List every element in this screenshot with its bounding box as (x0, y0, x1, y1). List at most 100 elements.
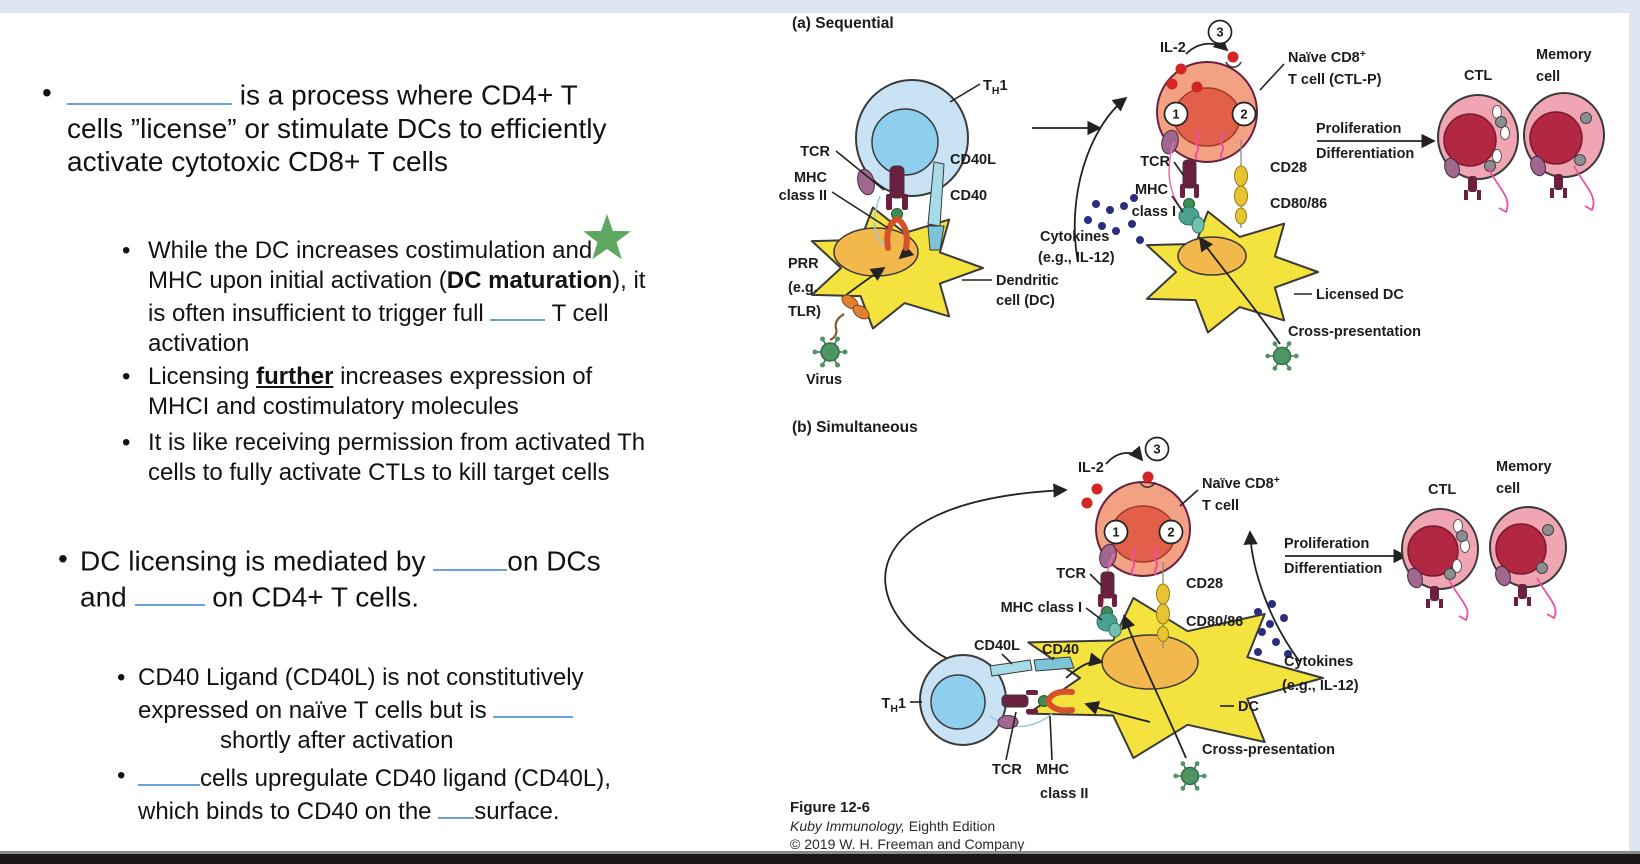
il2-dots-a (1166, 63, 1203, 93)
memory-cell-b (1489, 506, 1567, 620)
dc-label-a1: Dendritic (996, 273, 1059, 289)
cytokines-label-a2: (e.g., IL-12) (1038, 250, 1115, 266)
synapse-a-right (1168, 140, 1248, 234)
sub-1c-text: cells to fully activate CTLs to kill tar… (148, 459, 610, 486)
virus-icon (812, 336, 848, 368)
step-3-badge-b: 3 (1153, 442, 1160, 457)
panel-b-title: (b) Simultaneous (792, 419, 918, 436)
mhc1-label-b: MHC class I (1001, 600, 1082, 616)
sub-1a-text: MHC upon initial activation ( (148, 267, 447, 294)
sub-2a-text: shortly after activation (220, 726, 454, 754)
sub-1a-text: activation (148, 329, 250, 357)
blank-cd40l (134, 578, 205, 607)
simultaneous-arc-right (1243, 530, 1301, 663)
licensing-arrow-a (1073, 96, 1128, 263)
dc-maturation-bold: DC maturation (446, 267, 613, 294)
prr-label-1: PRR (788, 256, 819, 272)
mhc2-label-a2: class II (779, 188, 827, 204)
th1-label-a: TH1 (983, 78, 1008, 97)
cytokines-label-b2: (e.g., IL-12) (1282, 678, 1359, 694)
ctl-cell-a (1437, 94, 1519, 214)
dc-label-a2: cell (DC) (996, 293, 1055, 309)
bullet-marker: • (122, 363, 131, 390)
cd40l-label-a: CD40L (950, 152, 996, 168)
sub-bullet-2a: • CD40 Ligand (CD40L) is not constitutiv… (117, 663, 584, 756)
il2-arrow-b (1105, 445, 1144, 465)
step-3-circle-a (1207, 19, 1233, 45)
bullet-marker: • (42, 77, 52, 108)
licensed-dc-label: Licensed DC (1316, 287, 1404, 303)
mhc1-label-a2: class I (1132, 204, 1176, 220)
proliferation-label-b: Proliferation (1284, 536, 1369, 552)
dc-label-b: DC (1238, 699, 1259, 715)
sub-1b-text: MHCI and costimulatory molecules (148, 393, 519, 420)
bullet-1-line-2: cells ”license” or stimulate DCs to effi… (67, 112, 606, 145)
naive-label-a2: T cell (CTL-P) (1288, 72, 1382, 88)
step-3-circle-b (1144, 436, 1170, 462)
blank-dc-surface (438, 794, 475, 819)
virus-icon (1265, 341, 1299, 371)
bullet-2-text: on DCs (507, 545, 601, 577)
cd8086-label-b: CD80/86 (1186, 614, 1243, 630)
bullet-2-text: DC licensing is mediated by (80, 545, 434, 577)
bullet-marker: • (122, 429, 131, 456)
canvas-right-strip (1629, 0, 1640, 851)
bullet-1-line-3: activate cytotoxic CD8+ T cells (67, 145, 606, 178)
step-2-badge-a: 2 (1240, 107, 1247, 122)
naive-label-a1: Naïve CD8+ (1288, 48, 1366, 66)
differentiation-label-a: Differentiation (1316, 146, 1414, 162)
tcr-label-b2: TCR (992, 762, 1022, 778)
cd8086-label-a: CD80/86 (1270, 196, 1327, 212)
virus-label-a: Virus (806, 372, 842, 388)
cross-presentation-arrow-a (1198, 236, 1281, 345)
sub-2a-text: CD40 Ligand (CD40L) is not constitutivel… (138, 664, 584, 691)
ctl-label-a: CTL (1464, 68, 1492, 84)
sub-2b-line-2: which binds to CD40 on the surface. (138, 794, 611, 827)
cd40-leader-b (1051, 656, 1055, 661)
il2-label-b: IL-2 (1078, 460, 1104, 476)
sub-1b-line-2: MHCI and costimulatory molecules (148, 392, 592, 422)
cross-presentation-arrow-b (1121, 614, 1187, 759)
sub-1b-text: increases expression of (333, 363, 593, 390)
cross-presentation-label-a: Cross-presentation (1288, 324, 1421, 340)
sub-1b-line-1: Licensing further increases expression o… (148, 362, 592, 392)
sub-bullet-1b: • Licensing further increases expression… (122, 362, 592, 422)
sub-1a-text: ), it (612, 267, 646, 294)
sub-2b-line-1: cells upregulate CD40 ligand (CD40L), (138, 761, 611, 794)
sub-2a-line-2: expressed on naïve T cells but is (138, 693, 584, 726)
il2-arrow-a (1185, 36, 1229, 55)
sub-1a-line-2: MHC upon initial activation (DC maturati… (148, 266, 645, 296)
further-emphasis: further (256, 363, 334, 390)
il2-label-a: IL-2 (1160, 40, 1186, 56)
sub-1c-line-2: cells to fully activate CTLs to kill tar… (148, 458, 645, 488)
sub-1b-text: Licensing (148, 363, 257, 390)
dendritic-cell-a (810, 206, 984, 330)
memory-label-a2: cell (1536, 69, 1560, 85)
sub-bullet-2b: • cells upregulate CD40 ligand (CD40L), … (117, 761, 611, 827)
tcr-label-b: TCR (1056, 566, 1086, 582)
blank-full-t-cell (490, 296, 546, 321)
panel-a-title: (a) Sequential (792, 15, 894, 32)
cd40l-leader-b (1001, 653, 1013, 665)
differentiation-label-b: Differentiation (1284, 561, 1382, 577)
figure-copyright: © 2019 W. H. Freeman and Company (790, 836, 1024, 852)
sub-2b-text: cells upregulate CD40 ligand (CD40L), (200, 764, 611, 792)
naive-cd8-cell-b: 1 2 (1095, 471, 1191, 577)
step-1-badge-b: 1 (1112, 525, 1119, 540)
cytokines-label-a1: Cytokines (1040, 229, 1109, 245)
licensed-dc-a (1145, 210, 1319, 334)
blank-licensing-term (67, 76, 232, 105)
synapse-b-left (989, 656, 1075, 729)
simultaneous-arc-left (884, 483, 1068, 661)
synapse-a-left (857, 161, 945, 251)
cd28-label-a: CD28 (1270, 160, 1307, 176)
sub-bullet-1c: • It is like receiving permission from a… (122, 428, 645, 488)
figure-number: Figure 12-6 (790, 799, 870, 816)
sub-1a-line-1: While the DC increases costimulation and (148, 236, 645, 266)
bullet-2: • DC licensing is mediated by on DCs and… (58, 542, 601, 613)
mhc2-shape-a (884, 216, 910, 251)
bullet-1-text: is a process where CD4+ T (232, 79, 578, 111)
bullet-1-line-1: is a process where CD4+ T (67, 76, 606, 112)
bullet-marker: • (122, 237, 131, 264)
